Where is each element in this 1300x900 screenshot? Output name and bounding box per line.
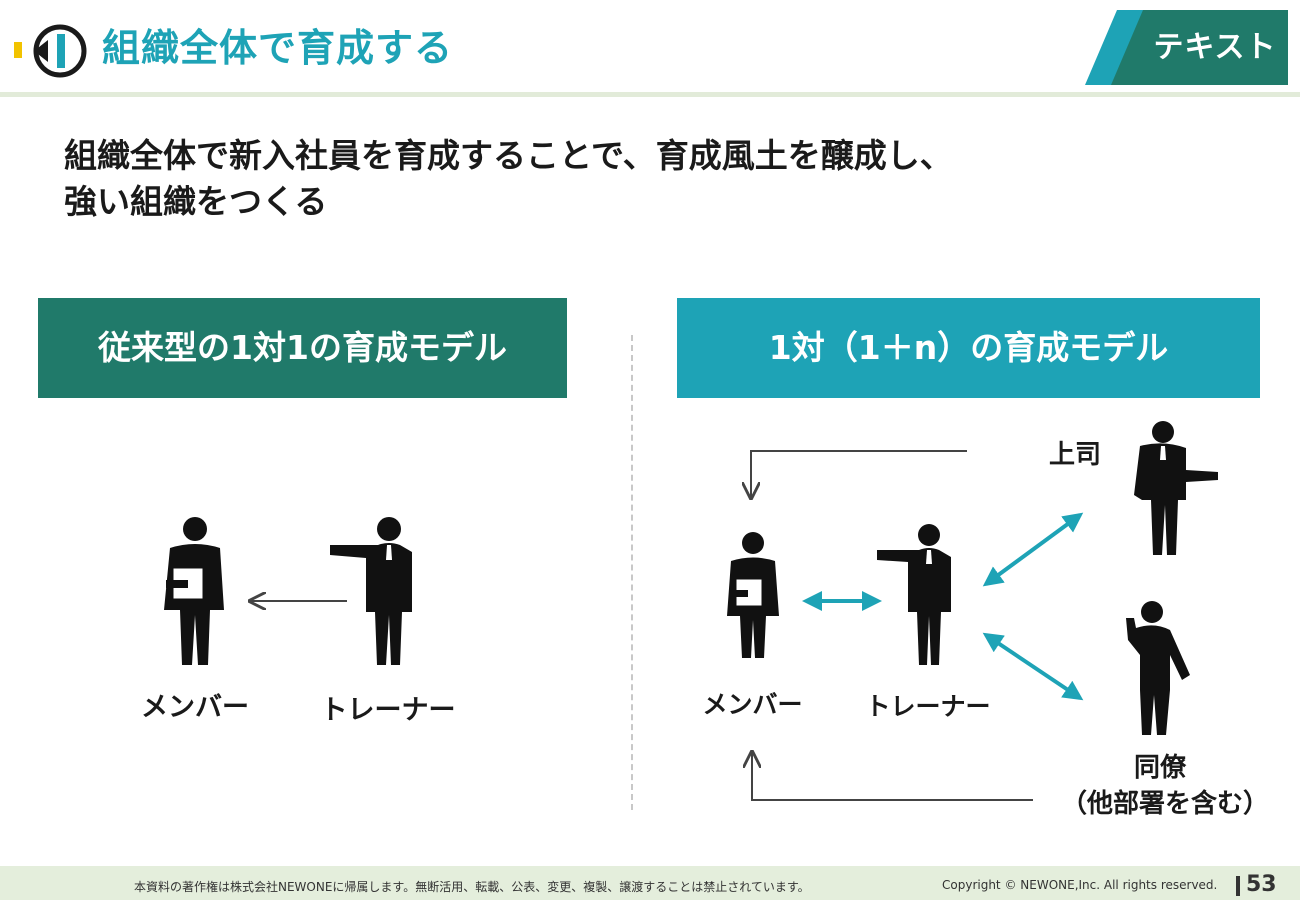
section-divider <box>631 335 633 810</box>
copyright-text: Copyright © NEWONE,Inc. All rights reser… <box>942 878 1218 892</box>
copyright-notice: 本資料の著作権は株式会社NEWONEに帰属します。無断活用、転載、公表、変更、複… <box>134 880 810 894</box>
header-divider <box>0 92 1300 97</box>
page-title: 組織全体で育成する <box>102 26 454 70</box>
left-model-heading: 従来型の1対1の育成モデル <box>38 298 567 398</box>
colleague-sub-label: （他部署を含む） <box>1060 789 1269 819</box>
newone-logo <box>14 24 87 78</box>
colleague-label: 同僚 <box>1133 753 1186 783</box>
left-member-figure <box>164 517 224 665</box>
right-trainer-figure <box>877 524 951 665</box>
right-model-heading: 1対（1＋n）の育成モデル <box>677 298 1260 398</box>
left-trainer-label: トレーナー <box>320 695 456 726</box>
right-member-label: メンバー <box>702 690 803 719</box>
boss-label: 上司 <box>1048 440 1101 470</box>
boss-figure <box>1134 421 1218 555</box>
lead-line-2: 強い組織をつくる <box>64 182 328 221</box>
tag-badge <box>1085 10 1288 85</box>
right-member-figure <box>727 532 779 658</box>
page-number: 53 <box>1246 872 1277 897</box>
tag-label: テキスト <box>1153 30 1277 65</box>
left-member-label: メンバー <box>141 692 249 723</box>
trainer-boss-arrow <box>982 512 1084 587</box>
left-trainer-figure <box>330 517 412 665</box>
footer-bar <box>0 866 1300 900</box>
right-trainer-label: トレーナー <box>865 692 991 721</box>
colleague-figure <box>1126 601 1190 735</box>
colleague-to-member-arrow <box>752 752 1033 801</box>
lead-line-1: 組織全体で新入社員を育成することで、育成風土を醸成し、 <box>64 136 953 175</box>
boss-to-member-arrow <box>751 450 967 498</box>
page-number-bar <box>1236 876 1240 896</box>
trainer-colleague-arrow <box>982 632 1084 701</box>
